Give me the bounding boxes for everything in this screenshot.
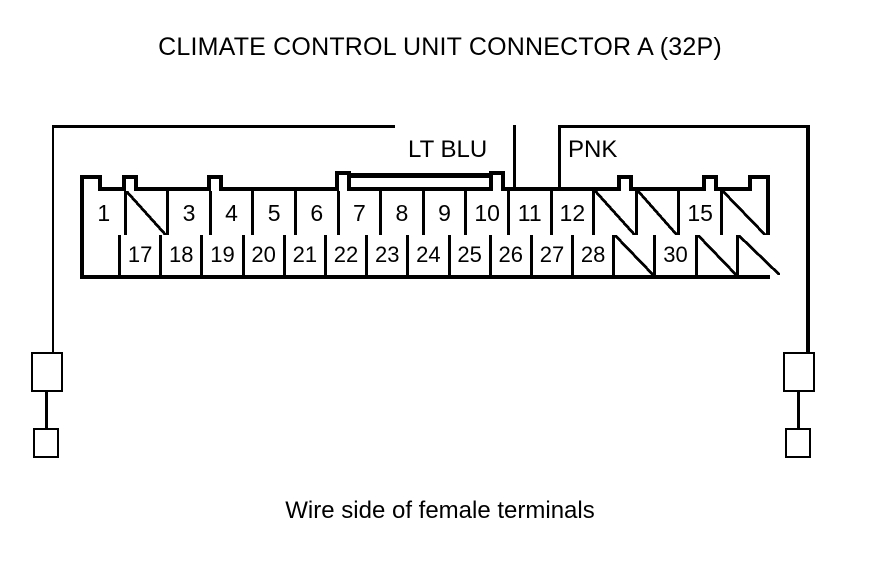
connector-tab-right-end bbox=[748, 175, 770, 191]
top-row-terminal-7: 7 bbox=[339, 191, 383, 235]
terminal-number: 1 bbox=[97, 199, 111, 226]
bottom-row-terminal-18: 18 bbox=[162, 235, 204, 275]
callout-connector-left bbox=[45, 392, 48, 430]
connector-tab-left-end bbox=[80, 175, 102, 191]
top-row-terminal-5: 5 bbox=[254, 191, 297, 235]
leader-frame-top-left-rule bbox=[52, 125, 395, 128]
terminal-number: 22 bbox=[333, 242, 359, 267]
terminal-row-bottom: 17 18 19 20 21 22 23 24 25 26 27 28 30 bbox=[101, 235, 780, 275]
top-row-terminal-3: 3 bbox=[169, 191, 212, 235]
top-row-terminal-4: 4 bbox=[211, 191, 255, 235]
callout-box-right-lower bbox=[785, 428, 811, 458]
bottom-row-terminal-27: 27 bbox=[532, 235, 575, 275]
top-row-terminal-9: 9 bbox=[424, 191, 468, 235]
top-row-terminal-1: 1 bbox=[84, 191, 127, 235]
terminal-number: 21 bbox=[292, 242, 318, 267]
connector-tab-3 bbox=[335, 171, 351, 191]
top-row-terminal-unused-15 bbox=[722, 191, 766, 235]
bottom-row-terminal-25: 25 bbox=[450, 235, 492, 275]
top-row-terminal-11: 11 bbox=[509, 191, 553, 235]
leader-line-right bbox=[806, 125, 810, 355]
top-row-terminal-12: 12 bbox=[552, 191, 596, 235]
terminal-number: 12 bbox=[559, 199, 586, 226]
terminal-number: 7 bbox=[352, 199, 366, 226]
wire-bracket-lt-blu bbox=[341, 173, 504, 178]
terminal-number: 25 bbox=[457, 242, 482, 267]
leader-frame-top-right-rule bbox=[560, 125, 810, 128]
connector-tab-4 bbox=[489, 171, 505, 191]
wire-label-lt-blu: LT BLU bbox=[408, 136, 488, 163]
terminal-row-top: 1 3 4 5 6 7 8 9 10 11 12 15 bbox=[84, 191, 766, 235]
bottom-row-terminal-28: 28 bbox=[574, 235, 616, 275]
terminal-number: 8 bbox=[395, 199, 409, 226]
terminal-number: 19 bbox=[210, 242, 235, 267]
terminal-number: 10 bbox=[474, 199, 500, 226]
terminal-number: 11 bbox=[517, 199, 542, 226]
terminal-number: 17 bbox=[127, 242, 153, 267]
wire-label-pnk-divider bbox=[558, 125, 561, 189]
top-row-terminal-15: 15 bbox=[680, 191, 723, 235]
bottom-row-terminal-24: 24 bbox=[409, 235, 451, 275]
top-row-terminal-10: 10 bbox=[467, 191, 510, 235]
wire-label-lt-blu-divider bbox=[513, 125, 516, 189]
bottom-row-terminal-22: 22 bbox=[326, 235, 369, 275]
bottom-row-terminal-30: 30 bbox=[656, 235, 698, 275]
terminal-number: 26 bbox=[498, 242, 524, 267]
diagram-title: CLIMATE CONTROL UNIT CONNECTOR A (32P) bbox=[158, 33, 722, 61]
connector-tab-1 bbox=[122, 175, 138, 191]
bottom-row-terminal-17: 17 bbox=[121, 235, 163, 275]
top-row-terminal-unused-13 bbox=[637, 191, 681, 235]
top-row-terminal-unused-12 bbox=[595, 191, 638, 235]
bottom-row-terminal-unused-15 bbox=[697, 235, 739, 275]
diagram-caption: Wire side of female terminals bbox=[285, 497, 595, 524]
connector-tab-5 bbox=[617, 175, 633, 191]
top-row-terminal-8: 8 bbox=[382, 191, 425, 235]
bottom-row-terminal-21: 21 bbox=[285, 235, 327, 275]
callout-box-right-upper bbox=[783, 352, 815, 392]
terminal-number: 5 bbox=[267, 199, 281, 226]
connector-tab-6 bbox=[702, 175, 718, 191]
bottom-row-terminal-unused-13 bbox=[615, 235, 657, 275]
terminal-number: 20 bbox=[251, 242, 276, 267]
terminal-number: 23 bbox=[374, 242, 400, 267]
top-row-terminal-6: 6 bbox=[296, 191, 340, 235]
bottom-row-terminal-unused-16 bbox=[738, 235, 780, 275]
terminal-number: 15 bbox=[687, 199, 713, 226]
callout-box-left-upper bbox=[31, 352, 63, 392]
terminal-number: 28 bbox=[580, 242, 606, 267]
leader-line-left bbox=[52, 125, 54, 355]
terminal-number: 9 bbox=[438, 199, 451, 226]
terminal-number: 30 bbox=[663, 242, 688, 267]
terminal-number: 27 bbox=[539, 242, 565, 267]
terminal-number: 4 bbox=[225, 199, 238, 226]
connector-tab-2 bbox=[207, 175, 223, 191]
bottom-row-terminal-19: 19 bbox=[203, 235, 245, 275]
terminal-number: 6 bbox=[310, 199, 324, 226]
bottom-row-terminal-23: 23 bbox=[368, 235, 410, 275]
top-row-terminal-unused-1 bbox=[126, 191, 170, 235]
wire-label-pnk: PNK bbox=[568, 136, 618, 163]
terminal-number: 3 bbox=[182, 199, 196, 226]
callout-connector-right bbox=[797, 392, 800, 430]
bottom-row-terminal-unused-0 bbox=[101, 235, 121, 275]
terminal-number: 24 bbox=[416, 242, 441, 267]
terminal-number: 18 bbox=[169, 242, 194, 267]
bottom-row-terminal-26: 26 bbox=[491, 235, 533, 275]
callout-box-left-lower bbox=[33, 428, 59, 458]
bottom-row-terminal-20: 20 bbox=[244, 235, 286, 275]
